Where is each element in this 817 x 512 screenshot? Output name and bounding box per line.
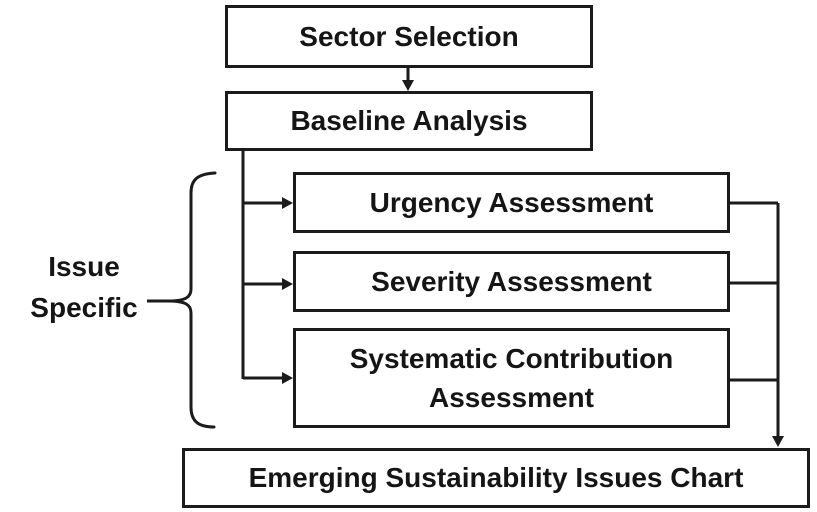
arrowhead-down-icon	[772, 436, 784, 447]
node-emerging-sustainability-issues-chart: Emerging Sustainability Issues Chart	[182, 448, 810, 508]
arrow-baseline-to-systematic	[243, 372, 293, 384]
arrow-baseline-to-urgency	[243, 197, 293, 209]
group-label-line1: Issue	[48, 251, 120, 282]
node-severity-assessment: Severity Assessment	[293, 251, 730, 312]
arrow-sector-to-baseline	[402, 68, 414, 91]
node-label: Urgency Assessment	[369, 186, 654, 218]
group-label-line2: Specific	[30, 292, 138, 323]
node-systematic-contribution-assessment: Systematic Contribution Assessment	[293, 328, 730, 428]
node-urgency-assessment: Urgency Assessment	[293, 172, 730, 233]
arrowhead-down-icon	[402, 80, 414, 91]
curly-brace-icon	[167, 171, 217, 429]
node-label: Baseline Analysis	[290, 105, 528, 137]
arrowhead-right-icon	[282, 372, 293, 384]
node-sector-selection: Sector Selection	[225, 5, 593, 68]
node-label: Severity Assessment	[371, 265, 652, 297]
group-label-issue-specific: Issue Specific	[14, 246, 154, 328]
arrow-baseline-to-severity	[243, 278, 293, 290]
node-label: Sector Selection	[299, 20, 519, 52]
arrow-collector-to-chart	[772, 203, 784, 447]
node-label: Systematic Contribution Assessment	[349, 342, 674, 413]
node-baseline-analysis: Baseline Analysis	[225, 91, 593, 151]
arrowhead-right-icon	[282, 278, 293, 290]
node-label: Emerging Sustainability Issues Chart	[248, 462, 744, 494]
arrowhead-right-icon	[282, 197, 293, 209]
